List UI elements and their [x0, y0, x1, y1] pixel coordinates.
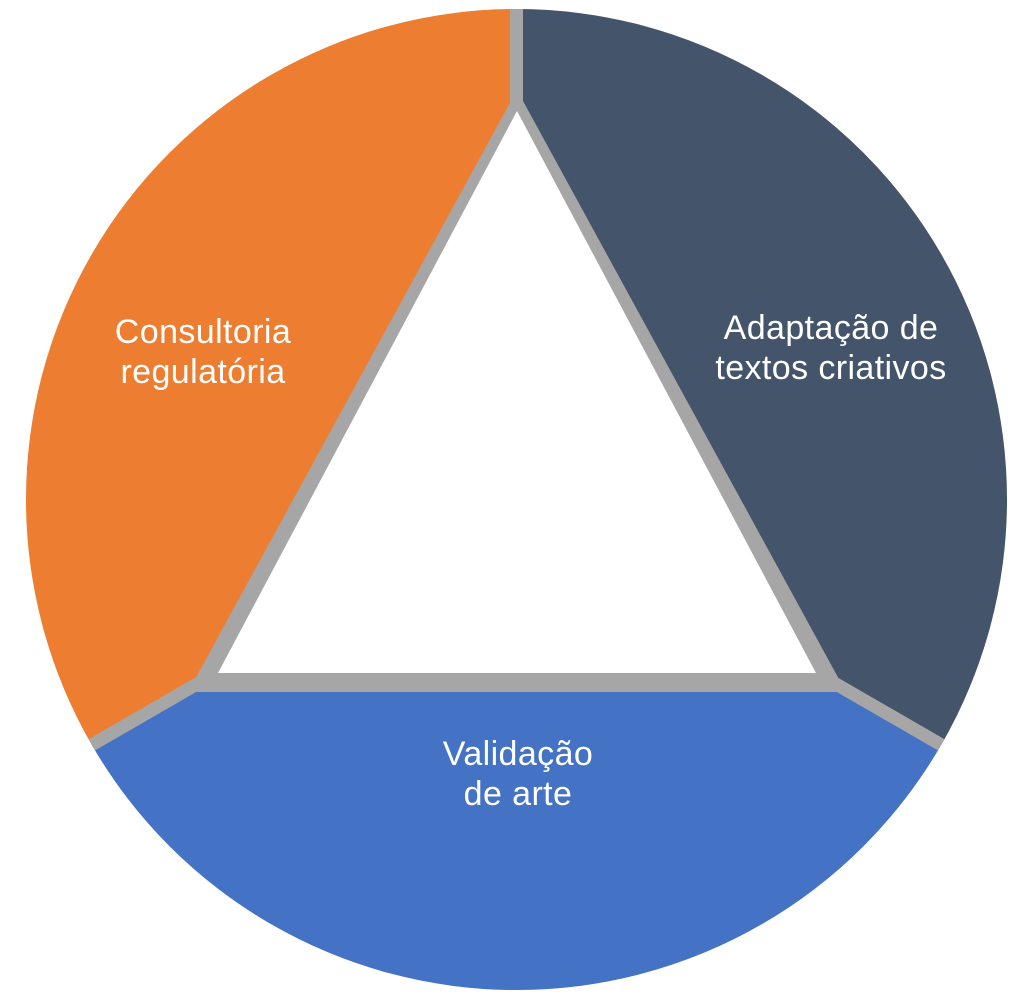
- center-triangle: [218, 111, 816, 673]
